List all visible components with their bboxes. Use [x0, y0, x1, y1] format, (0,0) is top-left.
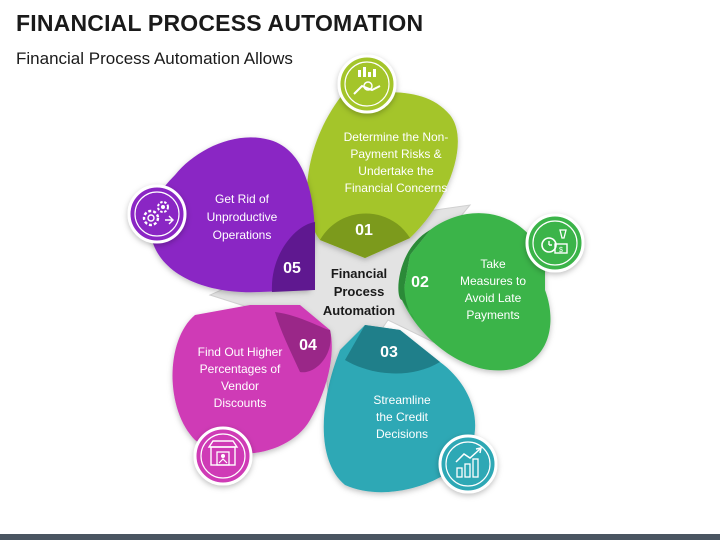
- center-label-line: Process: [334, 284, 385, 299]
- step-05-petal: [150, 137, 315, 293]
- step-04-line: Find Out Higher: [198, 345, 283, 359]
- step-02-line: Measures to: [460, 274, 526, 288]
- center-label-line: Automation: [323, 303, 395, 318]
- step-01-line: Determine the Non-: [344, 130, 449, 144]
- step-03-number: 03: [380, 344, 398, 361]
- step-03-line: Streamline: [373, 393, 431, 407]
- step-03-text: Streamline the Credit Decisions: [373, 393, 431, 441]
- step-05-line: Get Rid of: [215, 192, 270, 206]
- step-01-line: Payment Risks &: [350, 147, 441, 161]
- bottom-bar: [0, 534, 720, 540]
- step-05-line: Unproductive: [207, 210, 278, 224]
- step-05-line: Operations: [213, 228, 272, 242]
- step-01-line: Financial Concerns: [345, 181, 448, 195]
- step-03-line: Decisions: [376, 427, 428, 441]
- step-02-line: Avoid Late: [465, 291, 522, 305]
- step-01-number: 01: [355, 222, 373, 239]
- step-05-text: Get Rid of Unproductive Operations: [207, 192, 278, 242]
- step-03-line: the Credit: [376, 410, 429, 424]
- step-01-petal: [307, 92, 458, 258]
- step-04-line: Discounts: [214, 396, 267, 410]
- step-02-number: 02: [411, 274, 429, 291]
- step-02-line: Payments: [466, 308, 519, 322]
- step-04-line: Percentages of: [200, 362, 281, 376]
- stopwatch-dollar-icon: $: [525, 213, 585, 273]
- storefront-icon: [193, 426, 253, 486]
- center-label-line: Financial: [331, 266, 387, 281]
- step-04-petal: [172, 305, 332, 454]
- step-05-number: 05: [283, 260, 301, 277]
- step-01-text: Determine the Non- Payment Risks & Under…: [344, 130, 449, 195]
- page-title: FINANCIAL PROCESS AUTOMATION: [16, 10, 424, 36]
- money-hand-icon: [337, 54, 397, 114]
- step-02-text: Take Measures to Avoid Late Payments: [460, 257, 526, 322]
- step-04-number: 04: [299, 337, 317, 354]
- page-subtitle: Financial Process Automation Allows: [16, 49, 293, 68]
- growth-chart-icon: [438, 434, 498, 494]
- step-04-line: Vendor: [221, 379, 259, 393]
- step-04-text: Find Out Higher Percentages of Vendor Di…: [198, 345, 283, 410]
- gears-icon: [127, 184, 187, 244]
- svg-text:$: $: [559, 247, 563, 254]
- center-label: Financial Process Automation: [323, 266, 395, 318]
- step-01-line: Undertake the: [358, 164, 434, 178]
- step-02-petal: [398, 213, 551, 371]
- step-03-petal: [323, 325, 476, 493]
- step-02-line: Take: [480, 257, 506, 271]
